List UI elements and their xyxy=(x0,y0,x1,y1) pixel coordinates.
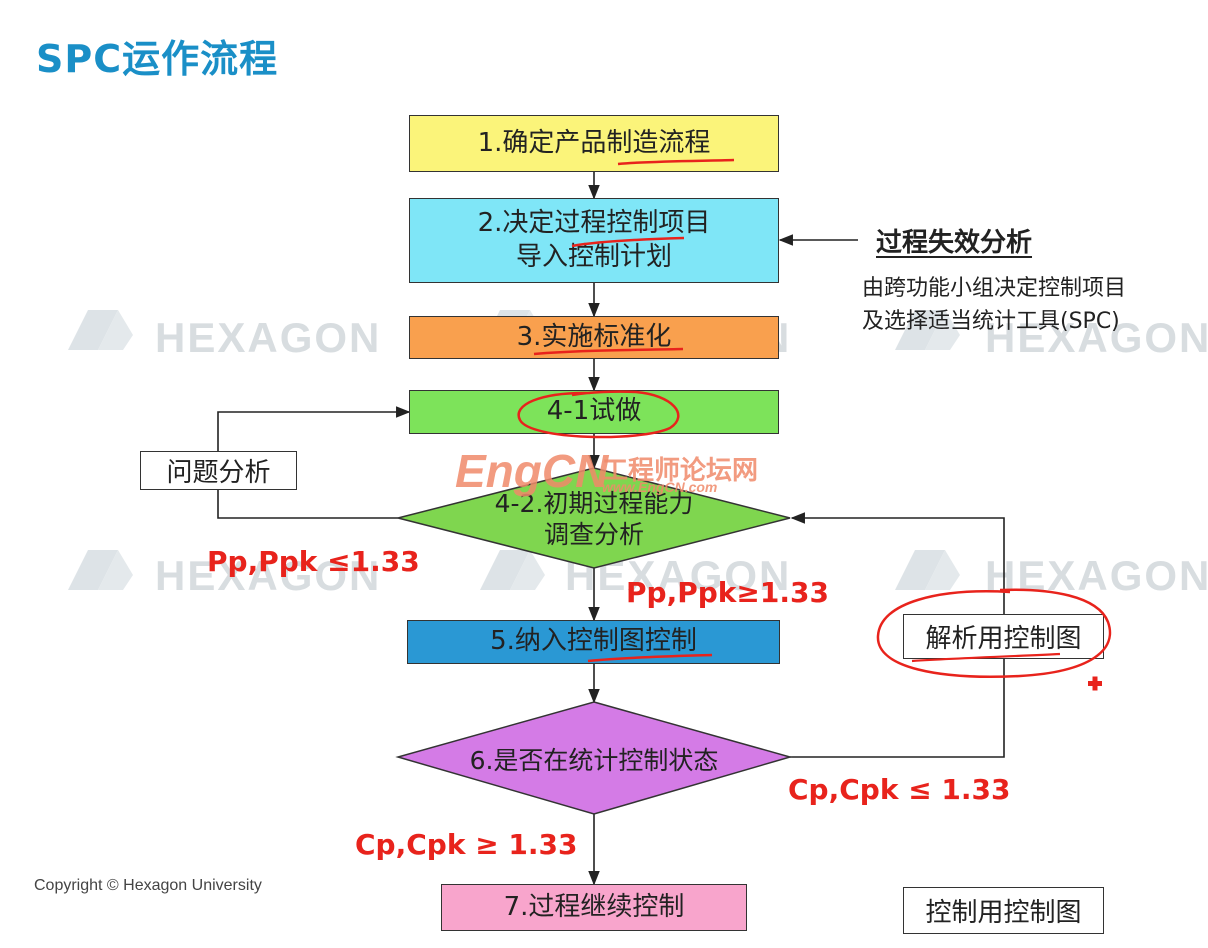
step-6-text: 6.是否在统计控制状态 xyxy=(430,741,758,777)
step-4-2-diamond xyxy=(397,467,791,569)
step-7-label: 7.过程继续控制 xyxy=(503,891,685,922)
watermark-text: HEXAGON xyxy=(155,552,382,599)
step-3-label: 3.实施标准化 xyxy=(516,321,672,352)
step-7-box: 7.过程继续控制 xyxy=(441,884,747,931)
watermark-text: HEXAGON xyxy=(985,314,1208,361)
condition-pp-high: Pp,Ppk≥1.33 xyxy=(626,576,829,609)
process-failure-desc-line2: 及选择适当统计工具(SPC) xyxy=(862,309,1120,334)
copyright-text: Copyright © Hexagon University xyxy=(34,877,262,894)
step-2-label-line1: 2.决定过程控制项目 xyxy=(477,207,711,238)
step-3-box: 3.实施标准化 xyxy=(409,316,779,359)
step-6-diamond xyxy=(395,701,793,815)
process-failure-desc: 由跨功能小组决定控制项目 及选择适当统计工具(SPC) xyxy=(862,272,1126,338)
step-5-box: 5.纳入控制图控制 xyxy=(407,620,780,664)
step-4-2-text: 4-2.初期过程能力 调查分析 xyxy=(440,488,748,551)
step-6-label: 6.是否在统计控制状态 xyxy=(469,746,719,775)
condition-cp-low: Cp,Cpk ≤ 1.33 xyxy=(788,773,1011,806)
step-4-2-label-line1: 4-2.初期过程能力 xyxy=(494,489,694,518)
forum-watermark-url: www.EngCN.com xyxy=(602,479,718,495)
watermark-text: HEXAGON xyxy=(155,314,382,361)
step-1-box: 1.确定产品制造流程 xyxy=(409,115,779,172)
step-4-1-box: 4-1试做 xyxy=(409,390,779,434)
step-2-box: 2.决定过程控制项目 导入控制计划 xyxy=(409,198,779,283)
forum-watermark-cn: 工程师论坛网 xyxy=(602,456,759,486)
problem-analysis-box: 问题分析 xyxy=(140,451,297,490)
hexagon-logo-icon xyxy=(480,550,545,590)
hexagon-logo-icon xyxy=(68,310,133,350)
step-5-label: 5.纳入控制图控制 xyxy=(490,626,697,657)
condition-cp-high: Cp,Cpk ≥ 1.33 xyxy=(355,828,578,861)
step-4-1-label: 4-1试做 xyxy=(546,396,642,427)
forum-watermark-brand: EngCN xyxy=(455,445,609,497)
control-chart-label: 控制用控制图 xyxy=(925,898,1082,928)
condition-pp-low: Pp,Ppk ≤1.33 xyxy=(207,545,420,578)
analysis-chart-box: 解析用控制图 xyxy=(903,614,1104,659)
hexagon-logo-icon xyxy=(895,310,960,350)
analysis-chart-label: 解析用控制图 xyxy=(925,624,1082,654)
process-failure-title: 过程失效分析 xyxy=(876,228,1033,258)
hexagon-logo-icon xyxy=(68,550,133,590)
process-failure-desc-line1: 由跨功能小组决定控制项目 xyxy=(862,276,1127,301)
step-2-label-line2: 导入控制计划 xyxy=(515,241,672,272)
problem-analysis-label: 问题分析 xyxy=(166,458,271,488)
step-4-2-label-line2: 调查分析 xyxy=(543,520,644,550)
page-title: SPC运作流程 xyxy=(36,37,279,81)
hexagon-logo-icon xyxy=(895,550,960,590)
step-1-label: 1.确定产品制造流程 xyxy=(477,127,711,158)
control-chart-box: 控制用控制图 xyxy=(903,887,1104,934)
